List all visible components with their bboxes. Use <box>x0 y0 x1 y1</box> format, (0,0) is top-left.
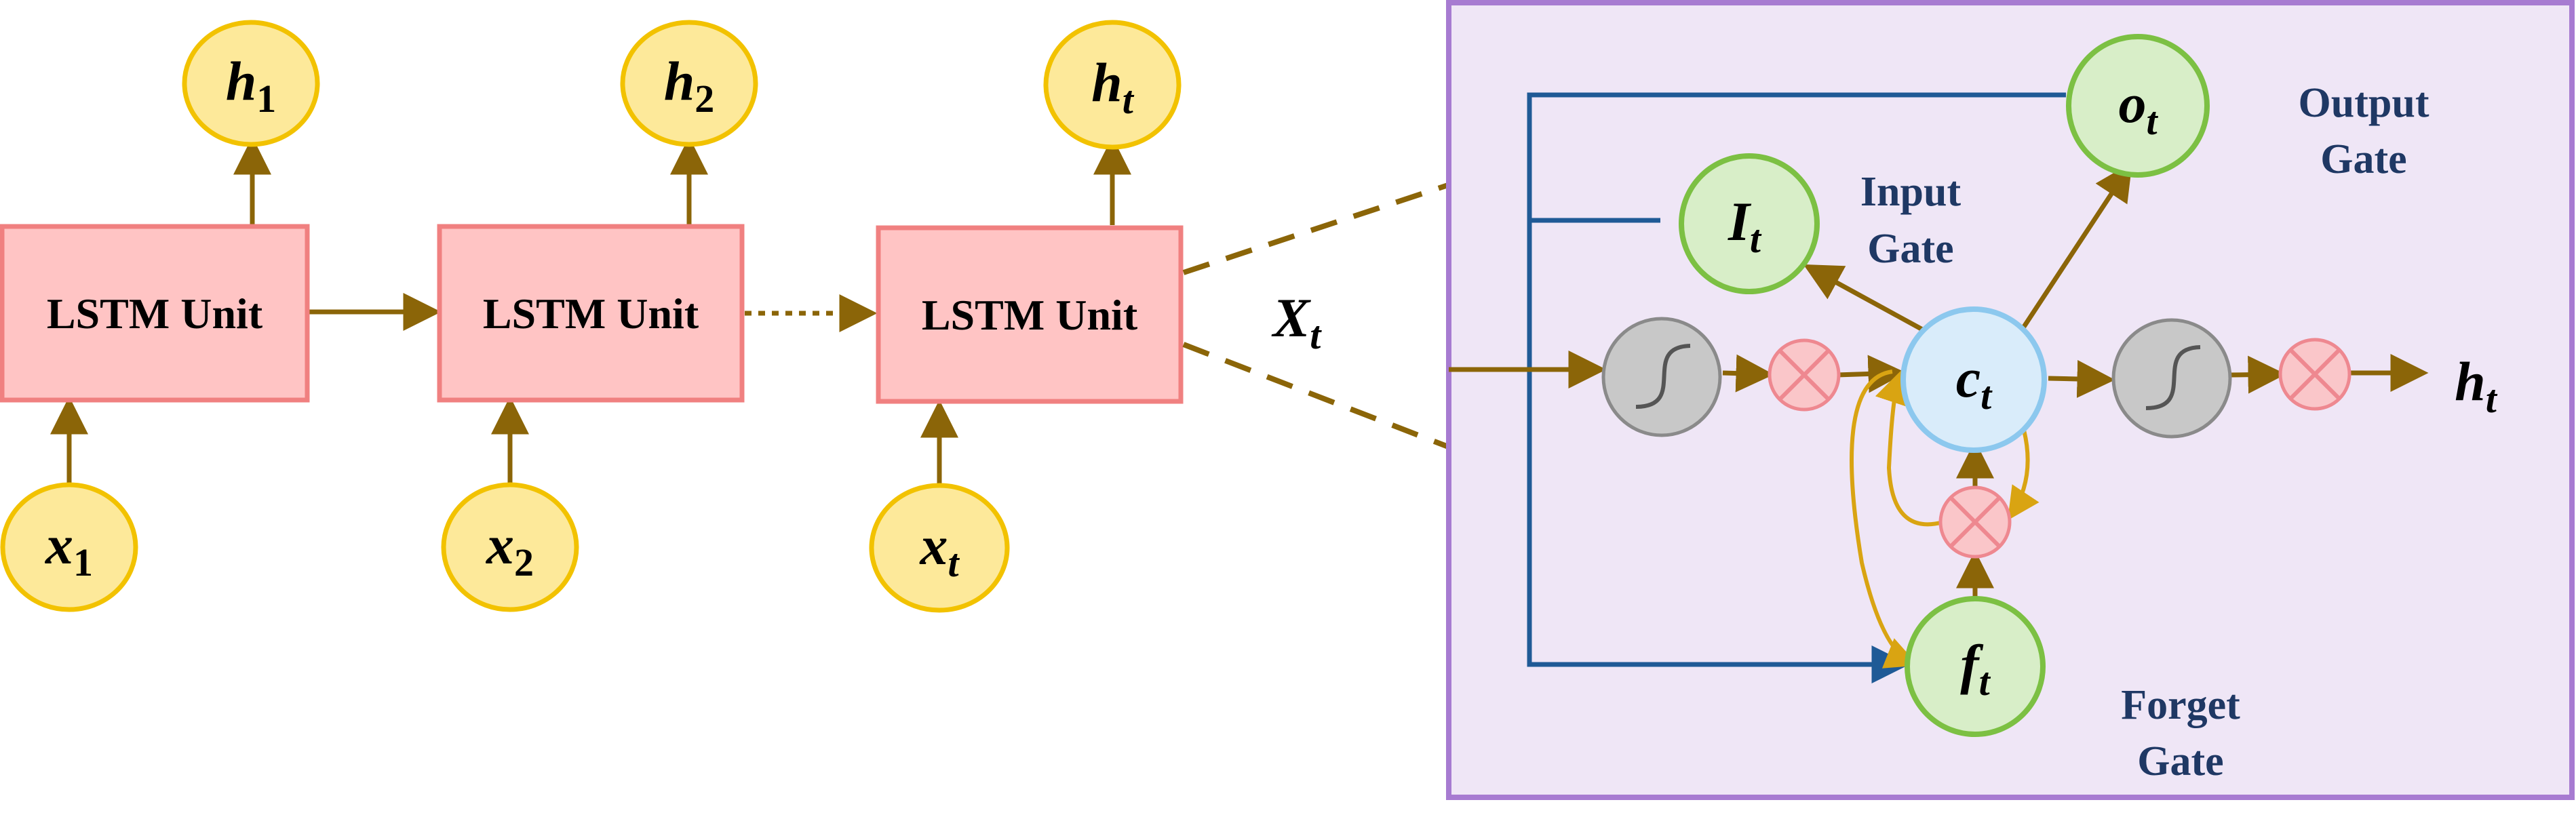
arrow-cell-to-input-gate <box>1803 264 1926 334</box>
zoom-line-top <box>1182 182 1451 275</box>
gold-curve-cell-to-mult3 <box>2008 420 2040 521</box>
lstm-unit-2: LSTM Unit x2 h2 <box>437 20 758 612</box>
output-gate-node: ot <box>2066 34 2210 178</box>
output-gate-label-2: Gate <box>2320 136 2406 182</box>
multiply-circle-icon <box>1768 338 1841 412</box>
output-h1-label: h1 <box>226 50 277 121</box>
input-xt-node <box>869 483 1010 613</box>
lstm-cell-detail-panel: ct ot Output Gate It In <box>1446 0 2575 800</box>
arrow-tanh1-to-mult1 <box>1722 354 1774 393</box>
forget-gate-node: ft <box>1905 596 2046 737</box>
input-xt-label: xt <box>919 515 960 585</box>
arrow-cell-to-output-gate <box>2019 162 2132 332</box>
lstm-unit-1-box <box>0 224 310 403</box>
input-gate-node: It <box>1679 153 1820 294</box>
output-h2-node <box>620 20 758 147</box>
unrolled-chain: LSTM Unit x1 h1 LSTM Unit x2 h2 LSTM Uni… <box>0 20 1451 613</box>
output-ht-label: ht <box>1091 52 1135 122</box>
input-x1-label: x1 <box>45 514 93 584</box>
output-gate-label-1: Output <box>2299 80 2429 126</box>
lstm-unit-2-label: LSTM Unit <box>483 290 699 338</box>
output-ht-node <box>1043 20 1182 150</box>
multiply-circle-icon <box>2278 338 2351 411</box>
output-h1-node <box>182 20 320 147</box>
forget-gate-label-1: Forget <box>2121 682 2240 728</box>
zoom-line-bottom <box>1182 342 1451 450</box>
arrow-cell-to-tanh2 <box>2048 359 2115 398</box>
input-gate-label-1: Input <box>1860 169 1962 215</box>
arrow-tanh2-to-mult2 <box>2231 355 2286 394</box>
forget-gate-label-2: Gate <box>2137 738 2223 784</box>
lstm-unit-3-label: LSTM Unit <box>922 291 1138 339</box>
multiply-circle-icon <box>1938 485 2012 559</box>
output-gate-symbol: ot <box>2118 73 2158 143</box>
tanh-curve-icon <box>2111 318 2232 439</box>
input-x2-node <box>441 482 579 612</box>
lstm-unit-3-box <box>876 225 1184 404</box>
lstm-unit-1-label: LSTM Unit <box>47 290 263 338</box>
input-x1-node <box>0 482 138 612</box>
gold-curve-cell-to-forget <box>1850 370 1919 669</box>
tanh-curve-icon <box>1601 317 1722 437</box>
lstm-unit-2-box <box>437 224 745 403</box>
gold-curve-loop-left <box>1875 370 1944 527</box>
lstm-unit-3: LSTM Unit xt ht <box>869 20 1184 613</box>
output-h2-label: h2 <box>664 50 715 121</box>
cell-state-node: ct <box>1900 306 2047 453</box>
cell-output-ht-label: ht <box>2455 351 2498 421</box>
cell-state-label: ct <box>1956 347 1993 418</box>
input-x2-label: x2 <box>486 514 534 584</box>
zoom-xt-label: Xt <box>1271 287 1323 357</box>
lstm-unit-1: LSTM Unit x1 h1 <box>0 20 320 612</box>
input-gate-label-2: Gate <box>1867 226 1953 272</box>
input-gate-symbol: It <box>1728 191 1762 261</box>
input-bus-lines <box>1527 92 2066 667</box>
